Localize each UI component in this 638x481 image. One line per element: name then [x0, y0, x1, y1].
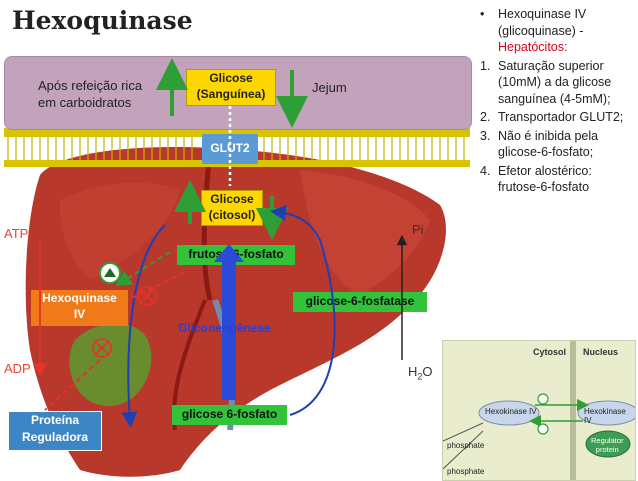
- fed-state-line1: Após refeição rica: [38, 78, 143, 93]
- side-panel: • Hexoquinase IV (glicoquinase) - Hepató…: [470, 6, 634, 196]
- adp-label: ADP: [4, 361, 31, 376]
- h2o-label: H2O: [408, 364, 433, 382]
- fasting-label: Jejum: [312, 80, 347, 95]
- side-bullet-line1: Hexoquinase IV: [498, 7, 587, 21]
- inhibition-x-icon-1: [137, 286, 157, 306]
- inset-phosphate-2: phosphate: [447, 467, 485, 476]
- cytosol-glucose-line2: (citosol): [208, 208, 256, 222]
- page-title: Hexoquinase: [12, 6, 193, 35]
- h2o-o: O: [422, 364, 433, 379]
- side-item-3-text: Não é inibida pela glicose-6-fosfato;: [498, 128, 599, 160]
- inset-figure: Cytosol Nucleus Hexokinase IV Hexokinase…: [442, 340, 636, 481]
- inhibition-dashed-line-2: [44, 359, 101, 411]
- side-bullet: • Hexoquinase IV (glicoquinase) - Hepató…: [470, 6, 634, 56]
- h2o-h: H: [408, 364, 418, 379]
- side-item-1-text: Saturação superior (10mM) a da glicose s…: [498, 58, 612, 106]
- inset-regulator-label: Regulator protein: [591, 436, 624, 454]
- blood-glucose-line2: (Sanguínea): [196, 87, 266, 101]
- regulator-protein-box: Proteína Reguladora: [8, 411, 102, 451]
- fed-state-label: Após refeição rica em carboidratos: [38, 77, 142, 111]
- glucose-6-phosphate-box: glicose 6-fosfato: [172, 405, 287, 425]
- fed-state-line2: em carboidratos: [38, 95, 132, 110]
- hexokinase-iv-box: Hexoquinase IV: [31, 290, 128, 326]
- inset-cytosol-label: Cytosol: [533, 347, 567, 357]
- gallbladder-shape: [69, 323, 152, 407]
- hexokinase-line1: Hexoquinase: [42, 291, 117, 305]
- side-bullet-red: Hepatócitos:: [498, 40, 568, 54]
- inset-phosphate-1: phosphate: [447, 441, 485, 450]
- gluconeogenesis-head: [214, 244, 244, 262]
- gluconeogenesis-shaft: [222, 262, 236, 400]
- regulator-line1: Proteína: [30, 413, 79, 427]
- pathway-arrows: [33, 58, 408, 428]
- inset-hk-left-label: Hexokinase IV: [485, 407, 537, 416]
- bullet-dot-icon: •: [480, 7, 485, 21]
- side-item-4: 4.Efetor alostérico: frutose-6-fosfato: [480, 163, 592, 195]
- inset-regulator-line2: protein: [595, 445, 619, 454]
- inhibition-dashed-line-1: [127, 271, 186, 301]
- glycolysis-path-arrow: [121, 224, 166, 428]
- side-item-1: 1.Saturação superior (10mM) a da glicose…: [480, 58, 612, 106]
- g6p-to-cytosol-arrow: [270, 204, 336, 416]
- h2o-sub: 2: [417, 371, 423, 382]
- blood-glucose-line1: Glicose: [209, 71, 253, 85]
- side-bullet-line2: (glicoquinase) -: [498, 23, 584, 38]
- hexokinase-line2: IV: [73, 307, 86, 321]
- side-item-4-text: Efetor alostérico: frutose-6-fosfato: [498, 163, 592, 195]
- side-item-2-text: Transportador GLUT2;: [498, 110, 624, 124]
- cytosol-glucose-line1: Glicose: [210, 192, 254, 206]
- side-item-2: 2.Transportador GLUT2;: [480, 110, 624, 124]
- blood-glucose-box: Glicose (Sanguínea): [186, 69, 276, 106]
- cytosol-glucose-box: Glicose (citosol): [201, 190, 263, 226]
- gluconeogenesis-label: Gliconeogênese: [178, 321, 271, 335]
- inset-diagram: [443, 341, 635, 480]
- regulator-line2: Reguladora: [21, 430, 88, 444]
- inhibition-x-icon-2: [92, 338, 112, 358]
- inset-nucleus-label: Nucleus: [583, 347, 619, 357]
- pi-label: Pi: [412, 222, 424, 237]
- inset-regulator-line1: Regulator: [591, 436, 624, 445]
- side-item-3: 3.Não é inibida pela glicose-6-fosfato;: [480, 128, 599, 160]
- inset-hk-right-label: Hexokinase IV: [584, 407, 626, 425]
- activation-dashed-arrow: [115, 251, 171, 287]
- atp-label: ATP: [4, 226, 29, 241]
